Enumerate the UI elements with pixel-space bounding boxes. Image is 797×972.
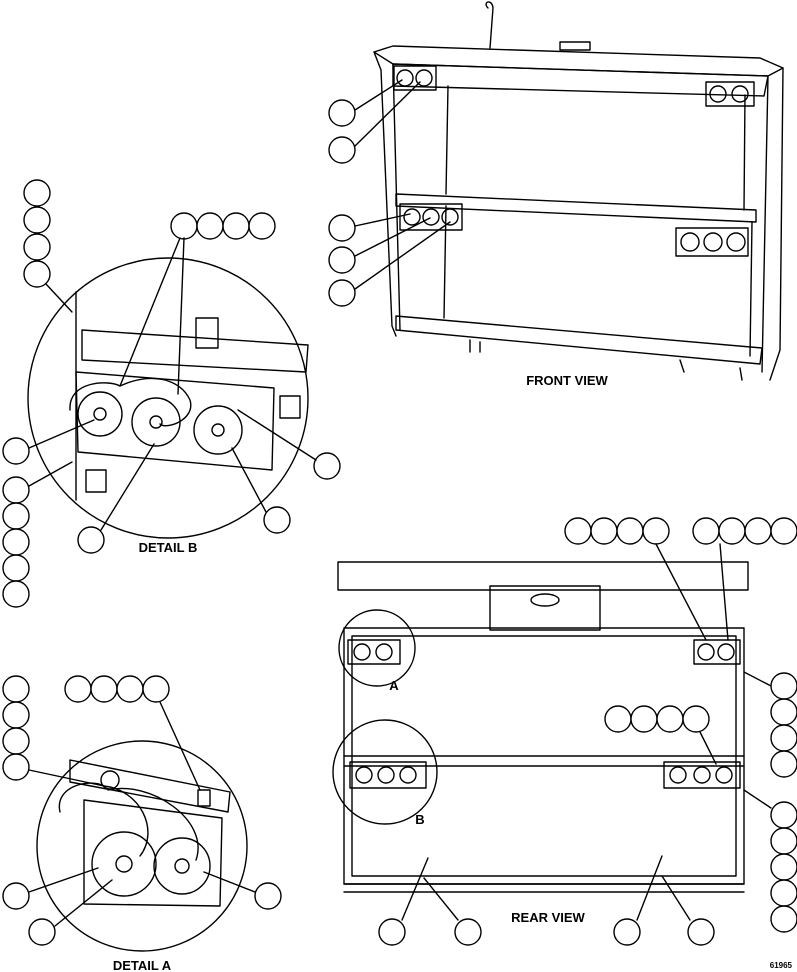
detail-a-rail bbox=[69, 759, 231, 813]
detail-b-circle bbox=[27, 257, 309, 539]
rear-receptacle-group-mid-left bbox=[349, 761, 427, 789]
lifting-ring bbox=[485, 1, 494, 49]
detail-a-harness bbox=[58, 782, 199, 861]
detail-b-drawing bbox=[2, 179, 341, 608]
figure-number: 61965 bbox=[770, 961, 793, 970]
rear-detail-b-marker-circle bbox=[332, 719, 438, 825]
front-right-inner-edge bbox=[761, 75, 769, 373]
detail-a-circle bbox=[36, 740, 248, 952]
rear-top-access-box bbox=[489, 585, 601, 631]
front-left-edge bbox=[373, 51, 397, 337]
detail-a-label: DETAIL A bbox=[113, 958, 172, 972]
detail-b-clamp bbox=[195, 317, 219, 349]
front-right-edge bbox=[769, 67, 784, 381]
front-view-label: FRONT VIEW bbox=[526, 373, 608, 388]
detail-b-marker-letter: B bbox=[415, 812, 424, 827]
front-middle-rail bbox=[395, 193, 757, 223]
rear-view-drawing bbox=[332, 517, 797, 946]
front-receptacle-group-top-left bbox=[393, 65, 437, 91]
detail-a-marker-letter: A bbox=[389, 678, 399, 693]
front-receptacle-group-mid-right bbox=[675, 227, 749, 257]
front-bottom-rail bbox=[395, 315, 763, 365]
rear-detail-a-marker-circle bbox=[338, 609, 416, 687]
front-view-drawing bbox=[328, 1, 784, 381]
rear-top-panel bbox=[337, 561, 749, 591]
front-top-bracket bbox=[559, 41, 591, 51]
detail-a-drawing bbox=[2, 675, 282, 952]
rear-receptacle-group-upper-right bbox=[693, 639, 741, 665]
rear-receptacle-group-upper-left bbox=[347, 639, 401, 665]
front-top-rail bbox=[392, 63, 769, 97]
rear-receptacle-group-mid-right bbox=[663, 761, 741, 789]
front-receptacle-group-top-right bbox=[705, 81, 755, 107]
front-receptacle-group-mid-left bbox=[399, 203, 463, 231]
detail-b-receptacle-plate bbox=[75, 371, 275, 471]
detail-b-label: DETAIL B bbox=[139, 540, 198, 555]
rear-view-label: REAR VIEW bbox=[511, 910, 585, 925]
detail-a-receptacle-plate bbox=[83, 799, 223, 907]
detail-b-rail bbox=[81, 329, 309, 373]
detail-b-harness bbox=[69, 377, 192, 427]
